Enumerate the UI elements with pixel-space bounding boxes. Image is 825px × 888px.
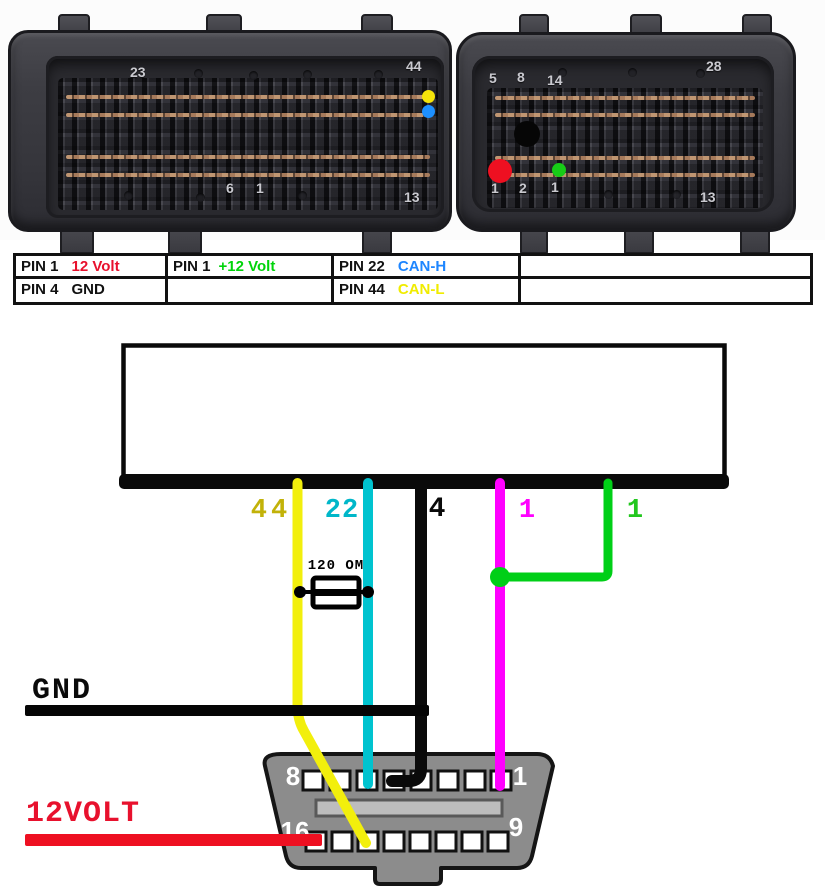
obd-label-8: 8 <box>286 761 300 791</box>
pin-row <box>66 155 430 159</box>
wiring-schematic: 44 22 4 1 1 8 1 16 9 <box>25 343 729 886</box>
obd-pin-bottom <box>486 830 510 853</box>
pin-row <box>495 173 755 177</box>
right-num-bottom-right: 13 <box>700 189 716 205</box>
pin-value: 12 Volt <box>71 258 120 275</box>
mold-dot <box>696 69 705 78</box>
left-connector-pin-grid <box>58 78 438 210</box>
obd-center-slot <box>314 798 504 818</box>
resistor-terminal-dot <box>362 586 374 598</box>
right-num-bottom-a: 1 <box>491 180 499 196</box>
resistor-120-ohm: 120 OM <box>294 558 374 610</box>
obd-label-1: 1 <box>513 761 527 791</box>
obd-pin-bottom <box>382 830 406 853</box>
mold-dot <box>249 71 258 80</box>
pin-id: PIN 4 <box>21 281 59 298</box>
marker-red-12v <box>488 159 512 183</box>
pin-id: PIN 22 <box>339 258 385 275</box>
table-cell: PIN 1 +12 Volt <box>168 256 334 279</box>
wire-junction-dot <box>490 567 510 587</box>
pin-value: CAN-L <box>397 281 445 298</box>
mold-dot <box>194 69 203 78</box>
obd-pin-top <box>436 769 460 792</box>
pin-row <box>495 113 755 117</box>
wire-black-gnd <box>386 477 427 787</box>
table-cell: PIN 4 GND <box>16 279 168 302</box>
table-cell: PIN 44 CAN-L <box>334 279 521 302</box>
wire-label-4: 4 <box>429 494 446 525</box>
pin-value: CAN-H <box>397 258 447 275</box>
wire-green-12v <box>495 478 613 582</box>
obd-pin-bottom <box>460 830 484 853</box>
obd-label-9: 9 <box>509 812 523 842</box>
wire-label-22: 22 <box>325 496 359 526</box>
marker-yellow-can-l <box>422 90 435 103</box>
pin-id: PIN 44 <box>339 281 385 298</box>
mold-dot <box>303 70 312 79</box>
obd2-connector: 8 1 16 9 <box>262 752 555 886</box>
wire-label-1-magenta: 1 <box>519 496 535 526</box>
left-num-top-right: 44 <box>406 58 422 74</box>
12volt-label: 12VOLT <box>26 797 140 831</box>
pin-assignment-table: PIN 1 12 Volt PIN 1 +12 Volt PIN 22 CAN-H P… <box>13 253 813 305</box>
wire-label-44: 44 <box>251 496 291 526</box>
pin-row <box>66 113 430 117</box>
right-num-bottom-b: 2 <box>519 180 527 196</box>
pin-row <box>66 173 430 177</box>
gnd-wire <box>25 705 429 716</box>
pin-id: PIN 1 <box>21 258 59 275</box>
right-num-top-b: 8 <box>517 69 525 85</box>
obd-pin-top <box>463 769 487 792</box>
right-num-top-a: 5 <box>489 70 497 86</box>
obd-pin-top <box>301 769 325 792</box>
ecu-box-outline <box>121 343 727 478</box>
right-num-top-right: 28 <box>706 58 722 74</box>
12v-wire <box>25 834 322 846</box>
obd-pin-bottom <box>408 830 432 853</box>
mold-dot <box>672 190 681 199</box>
table-cell <box>168 279 334 302</box>
obd-pin-bottom <box>330 830 354 853</box>
table-cell <box>521 279 810 302</box>
left-num-bottom-a: 6 <box>226 180 234 196</box>
pin-row <box>495 96 755 100</box>
right-connector-pin-grid <box>487 88 763 208</box>
ecu-connector-photo: 23 44 6 1 13 5 8 14 28 1 2 1 13 <box>0 0 825 254</box>
pin-id: PIN 1 <box>173 258 211 275</box>
pin-value: GND <box>71 281 105 298</box>
mold-dot <box>196 193 205 202</box>
mold-dot <box>604 190 613 199</box>
resistor-terminal-dot <box>294 586 306 598</box>
right-num-bottom-c: 1 <box>551 179 559 195</box>
left-num-bottom-right: 13 <box>404 189 420 205</box>
left-num-bottom-b: 1 <box>256 180 264 196</box>
pin-value: +12 Volt <box>218 258 276 275</box>
marker-blue-can-h <box>422 105 435 118</box>
pin-row <box>495 156 755 160</box>
resistor-value-label: 120 OM <box>308 558 364 574</box>
mold-dot <box>628 68 637 77</box>
mold-dot <box>298 191 307 200</box>
resistor-center-bar <box>313 589 359 596</box>
table-cell: PIN 1 12 Volt <box>16 256 168 279</box>
table-cell <box>521 256 810 279</box>
table-cell: PIN 22 CAN-H <box>334 256 521 279</box>
marker-green-12v <box>552 163 566 177</box>
gnd-label: GND <box>32 674 92 708</box>
mold-dot <box>558 68 567 77</box>
mold-dot <box>374 70 383 79</box>
obd-pin-bottom <box>434 830 458 853</box>
right-num-top-c: 14 <box>547 72 563 88</box>
mold-dot <box>124 191 133 200</box>
left-num-top-left: 23 <box>130 64 146 80</box>
marker-black-gnd <box>514 121 540 147</box>
pin-row <box>66 95 430 99</box>
wire-label-1-green: 1 <box>627 496 643 526</box>
